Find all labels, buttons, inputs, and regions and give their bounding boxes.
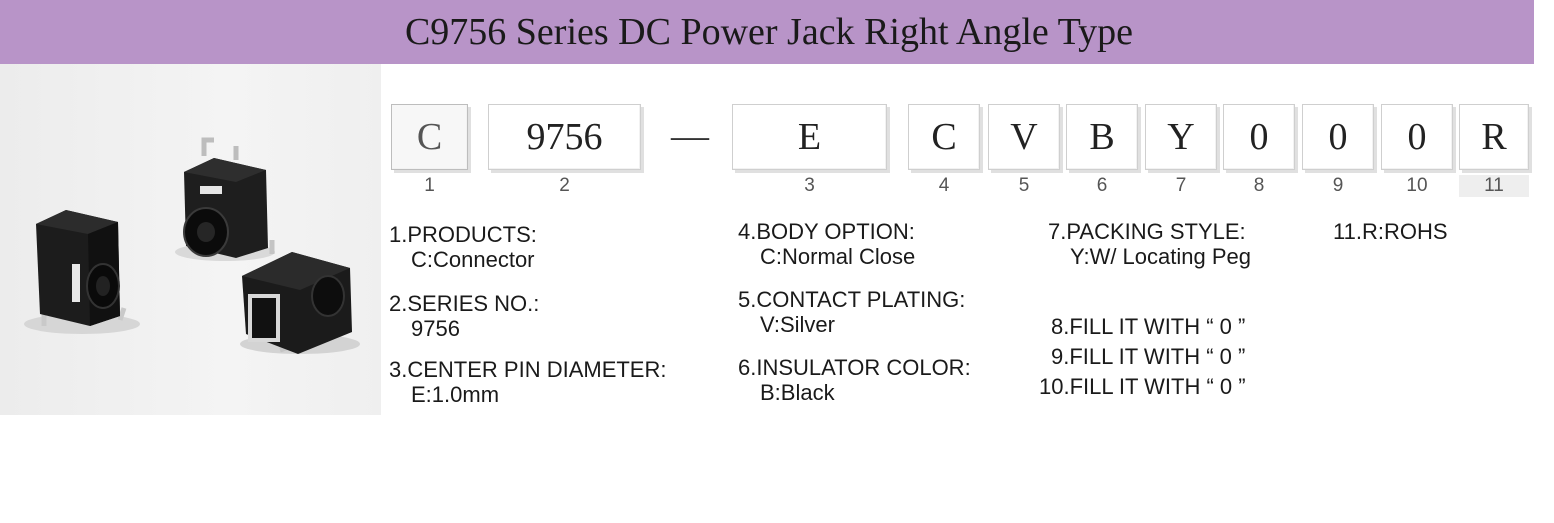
spec-heading: 5.CONTACT PLATING: [738, 287, 966, 312]
spec-value: C:Connector [411, 247, 535, 272]
code-box-3: E [732, 104, 887, 170]
code-box-2: 9756 [488, 104, 641, 170]
spec-value: C:Normal Close [760, 244, 916, 269]
code-index-7: 7 [1175, 175, 1187, 196]
spec-contact-plating: 5.CONTACT PLATING: V:Silver [738, 287, 965, 337]
code-index-4: 4 [938, 175, 950, 196]
code-box-11: R [1459, 104, 1529, 170]
spec-value: V:Silver [760, 312, 835, 337]
spec-fill-9: 9.FILL IT WITH “ 0 ” [1051, 344, 1246, 369]
product-photo [0, 64, 381, 415]
spec-insulator-color: 6.INSULATOR COLOR: B:Black [738, 355, 971, 405]
spec-value: 9756 [411, 316, 460, 341]
code-box-1: C [391, 104, 468, 170]
title-banner [0, 0, 1534, 64]
code-box-8: 0 [1223, 104, 1295, 170]
spec-body-option: 4.BODY OPTION: C:Normal Close [738, 219, 915, 269]
code-index-1: 1 [424, 175, 435, 196]
code-index-5: 5 [1018, 175, 1030, 196]
page-title: C9756 Series DC Power Jack Right Angle T… [404, 11, 1134, 53]
spec-heading: 7.PACKING STYLE: [1048, 219, 1246, 244]
code-index-2: 2 [559, 175, 570, 196]
code-index-3: 3 [804, 175, 815, 196]
code-box-10: 0 [1381, 104, 1453, 170]
spec-value: Y:W/ Locating Peg [1070, 244, 1251, 269]
code-index-9: 9 [1332, 175, 1344, 196]
code-index-11: 11 [1459, 175, 1529, 197]
spec-center-pin: 3.CENTER PIN DIAMETER: E:1.0mm [389, 357, 666, 407]
spec-heading: 4.BODY OPTION: [738, 219, 915, 244]
code-index-10: 10 [1406, 175, 1428, 196]
dc-jack-illustration [24, 137, 360, 354]
code-index-8: 8 [1253, 175, 1265, 196]
spec-series-no: 2.SERIES NO.: 9756 [389, 291, 539, 341]
spec-value: B:Black [760, 380, 835, 405]
code-box-6: B [1066, 104, 1138, 170]
code-box-7: Y [1145, 104, 1217, 170]
code-box-9: 0 [1302, 104, 1374, 170]
spec-fill-10: 10.FILL IT WITH “ 0 ” [1039, 374, 1246, 399]
spec-products: 1.PRODUCTS: C:Connector [389, 222, 537, 272]
spec-heading: 1.PRODUCTS: [389, 222, 537, 247]
spec-heading: 2.SERIES NO.: [389, 291, 540, 316]
spec-rohs: 11.R:ROHS [1333, 219, 1448, 244]
code-index-6: 6 [1096, 175, 1108, 196]
spec-packing-style: 7.PACKING STYLE: Y:W/ Locating Peg [1048, 219, 1251, 269]
spec-heading: 3.CENTER PIN DIAMETER: [389, 357, 667, 382]
spec-heading: 6.INSULATOR COLOR: [738, 355, 971, 380]
code-box-5: V [988, 104, 1060, 170]
code-box-4: C [908, 104, 980, 170]
spec-value: E:1.0mm [411, 382, 500, 407]
code-separator: — [671, 115, 709, 157]
spec-fill-8: 8.FILL IT WITH “ 0 ” [1051, 314, 1246, 339]
